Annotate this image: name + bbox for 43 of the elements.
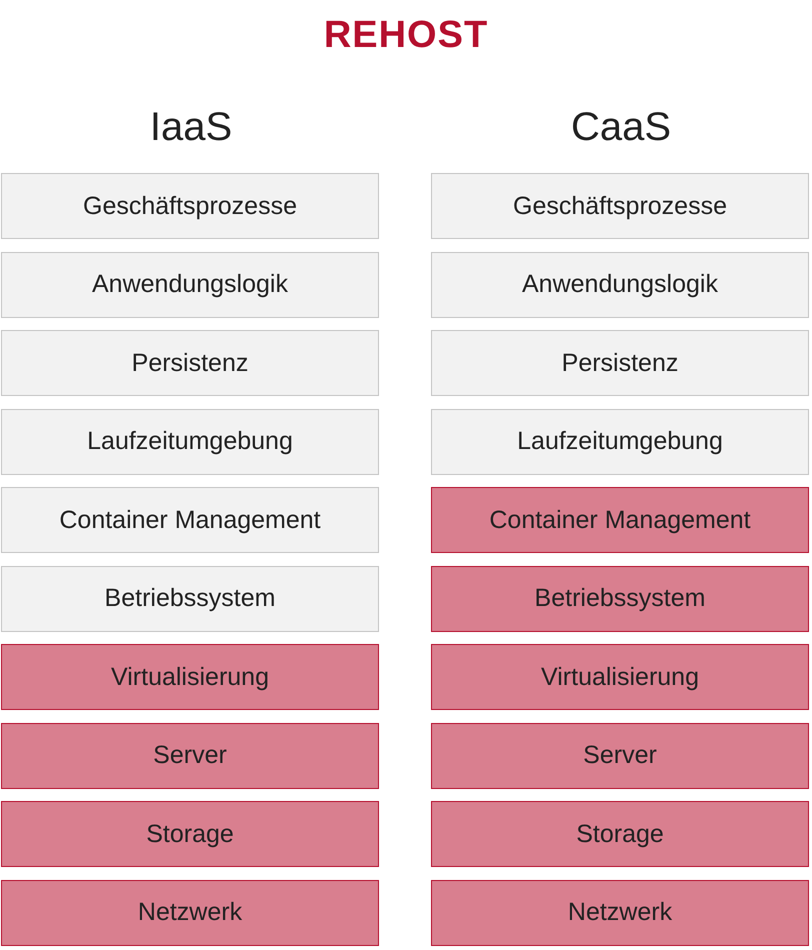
layer-label: Betriebssystem [104, 584, 276, 613]
layer-box [1, 487, 379, 553]
layer-box [431, 801, 809, 867]
layer-label: Netzwerk [568, 898, 672, 927]
layer-box [431, 330, 809, 396]
layer-label: Storage [146, 820, 234, 848]
layer-label: Geschäftsprozesse [513, 192, 727, 220]
layer-label: Netzwerk [138, 898, 242, 927]
layer-label: Betriebssystem [534, 584, 706, 613]
layer-label: Laufzeitumgebung [87, 427, 293, 456]
column-heading: IaaS [148, 105, 234, 150]
layer-label: Virtualisierung [111, 662, 269, 692]
layer-label: Persistenz [562, 348, 678, 378]
layer-label: Geschäftsprozesse [83, 192, 297, 220]
layer-box [431, 566, 809, 632]
layer-box [431, 252, 809, 318]
layer-label: Server [583, 741, 657, 770]
layer-box [431, 173, 809, 239]
layer-label: Anwendungslogik [92, 270, 288, 299]
layer-label: Anwendungslogik [522, 270, 718, 299]
column-heading: CaaS [570, 105, 672, 150]
layer-box [431, 880, 809, 946]
layer-box [1, 722, 379, 788]
layer-label: Virtualisierung [541, 662, 699, 692]
layer-box [431, 408, 809, 474]
layer-box [1, 566, 379, 632]
layer-box [1, 801, 379, 867]
layer-box [1, 252, 379, 318]
layer-box [1, 644, 379, 710]
layer-box [431, 487, 809, 553]
layer-box [431, 644, 809, 710]
layer-box [1, 330, 379, 396]
layer-label: Laufzeitumgebung [517, 427, 723, 456]
layer-label: Container Management [489, 506, 751, 534]
title: REHOST [322, 14, 490, 57]
layer-box [431, 722, 809, 788]
layer-label: Server [153, 741, 227, 770]
layer-box [1, 408, 379, 474]
layer-box [1, 173, 379, 239]
layer-box [1, 880, 379, 946]
layer-label: Container Management [59, 506, 321, 534]
layer-label: Storage [576, 820, 664, 848]
layer-label: Persistenz [132, 348, 248, 378]
